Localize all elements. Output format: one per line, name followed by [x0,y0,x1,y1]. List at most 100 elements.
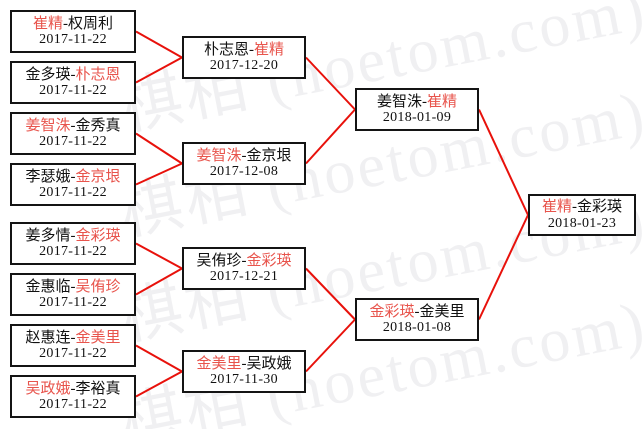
match-players: 李瑟娥-金京垠 [25,169,120,185]
connector-line [305,108,356,165]
match-players: 崔精-金彩瑛 [542,199,622,215]
match-players: 金彩瑛-金美里 [369,304,464,320]
player-left: 金彩瑛 [369,303,415,320]
player-separator: - [572,199,577,216]
connector-line [135,242,183,270]
connector-line [135,162,183,186]
player-left: 金多瑛 [25,66,71,83]
connector-line [135,344,183,373]
match-date: 2018-01-23 [547,215,617,231]
player-separator: - [422,93,427,110]
player-left: 赵惠连 [25,329,71,346]
player-left: 吴侑珍 [196,252,242,269]
player-left: 姜智洙 [25,117,71,134]
match-date: 2017-11-30 [210,372,278,388]
match-players: 金多瑛-朴志恩 [25,67,120,83]
player-right: 金美里 [419,303,465,320]
player-right: 金彩瑛 [577,199,623,216]
connector-line [305,56,356,111]
player-separator: - [241,147,247,164]
match-players: 朴志恩-崔精 [204,42,284,58]
match-date: 2017-11-22 [39,32,107,48]
player-separator: - [70,117,76,134]
match-date: 2017-11-22 [39,134,107,150]
player-separator: - [241,355,247,372]
player-left: 姜智洙 [376,93,422,110]
player-separator: - [70,278,76,295]
connector-line [135,30,183,59]
connector-line [305,318,356,373]
match-players: 金惠临-吴侑珍 [25,279,120,295]
match-date: 2017-12-20 [209,58,279,74]
match-date: 2017-11-22 [39,83,107,99]
player-separator: - [70,329,76,346]
player-left: 金惠临 [25,278,71,295]
player-separator: - [63,15,68,32]
connector-line [478,109,529,216]
player-right: 李裕真 [75,380,121,397]
connector-line [135,370,183,398]
connector-line [478,214,529,320]
player-left: 崔精 [32,15,63,32]
match-date: 2018-01-08 [382,320,452,336]
player-right: 吴侑珍 [75,278,121,295]
player-separator: - [414,303,420,320]
player-left: 李瑟娥 [25,168,71,185]
connector-line [135,267,183,296]
match-players: 姜多情-金彩瑛 [25,228,120,244]
player-separator: - [249,41,254,58]
connector-line [305,267,356,321]
match-date: 2017-11-22 [39,295,107,311]
connector-line [135,132,183,165]
player-left: 吴政娥 [25,380,71,397]
player-right: 金彩瑛 [75,227,121,244]
connector-line [135,56,183,84]
match-players: 姜智洙-金秀真 [25,118,120,134]
player-right: 崔精 [427,93,458,110]
match-date: 2018-01-09 [382,110,452,126]
player-left: 姜多情 [25,227,71,244]
player-left: 金美里 [196,355,242,372]
player-separator: - [70,168,76,185]
player-right: 崔精 [254,41,285,58]
player-left: 姜智洙 [196,147,242,164]
match-players: 姜智洙-崔精 [377,94,457,110]
match-players: 金美里-吴政娥 [196,356,291,372]
match-players: 吴政娥-李裕真 [25,381,120,397]
player-right: 金京垠 [246,147,292,164]
player-right: 金美里 [75,329,121,346]
match-date: 2017-12-08 [209,164,279,180]
match-players: 崔精-权周利 [33,16,113,32]
player-separator: - [70,66,76,83]
player-right: 金彩瑛 [246,252,292,269]
match-players: 吴侑珍-金彩瑛 [196,253,291,269]
player-right: 朴志恩 [75,66,121,83]
player-right: 权周利 [68,15,114,32]
match-date: 2017-11-22 [39,346,107,362]
match-players: 姜智洙-金京垠 [196,148,291,164]
player-separator: - [241,252,247,269]
match-date: 2017-12-21 [209,269,279,285]
player-right: 吴政娥 [246,355,292,372]
player-left: 崔精 [541,199,572,216]
player-separator: - [70,227,76,244]
player-right: 金秀真 [75,117,121,134]
match-date: 2017-11-22 [39,397,107,413]
